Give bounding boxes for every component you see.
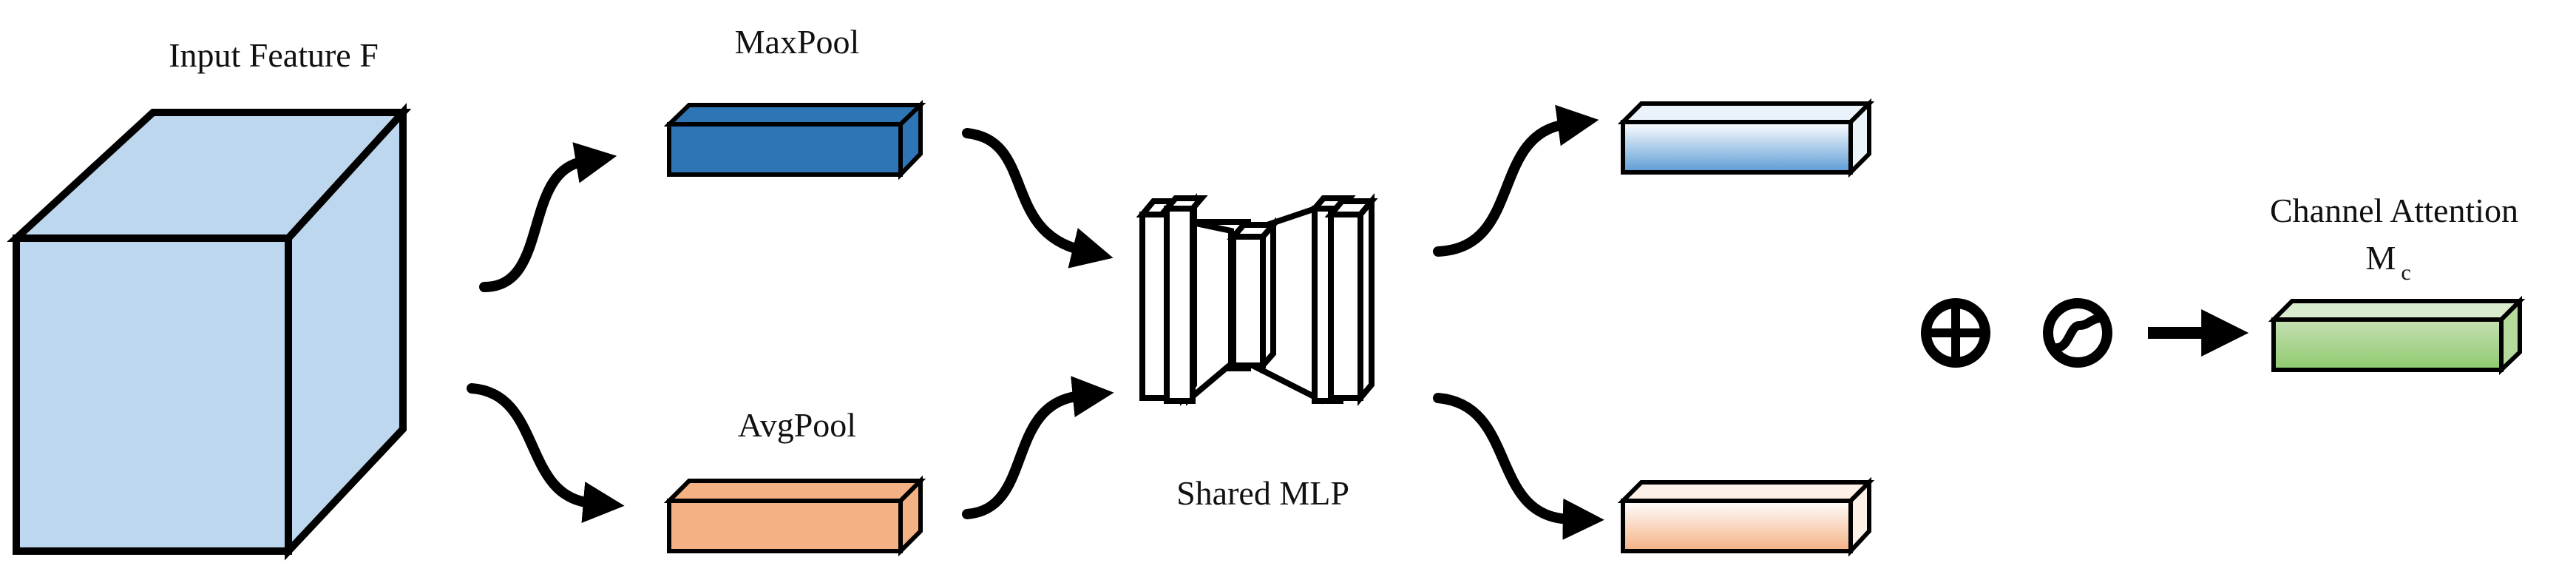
- mc-label: M c: [2366, 239, 2411, 285]
- shared-mlp-label: Shared MLP: [1176, 474, 1349, 512]
- arrow-mlp-to-top-output: [1433, 104, 1599, 257]
- circle-plus-icon: [1921, 298, 1990, 368]
- channel-attention-label: Channel Attention: [2270, 192, 2518, 229]
- shared-mlp: [1136, 192, 1378, 407]
- maxpool-mlp-output-box: [1617, 98, 1875, 178]
- mc-main-text: M: [2366, 239, 2396, 277]
- avgpool-mlp-output-box: [1617, 476, 1875, 557]
- mc-subscript-text: c: [2401, 260, 2410, 285]
- arrow-mlp-to-bottom-output: [1433, 393, 1604, 540]
- arrow-maxpool-to-mlp: [962, 128, 1114, 269]
- arrow-avgpool-to-mlp: [962, 376, 1114, 519]
- channel-attention-box: [2268, 295, 2526, 376]
- input-feature-label: Input Feature F: [169, 36, 379, 74]
- avgpool-label: AvgPool: [738, 406, 856, 444]
- sigmoid-icon: [2043, 298, 2112, 368]
- input-feature-cube: [7, 103, 412, 561]
- maxpool-label: MaxPool: [735, 23, 860, 61]
- arrow-to-avgpool: [467, 383, 625, 523]
- arrow-to-maxpool: [479, 142, 617, 292]
- maxpool-box: [663, 99, 926, 180]
- avgpool-box: [663, 475, 926, 557]
